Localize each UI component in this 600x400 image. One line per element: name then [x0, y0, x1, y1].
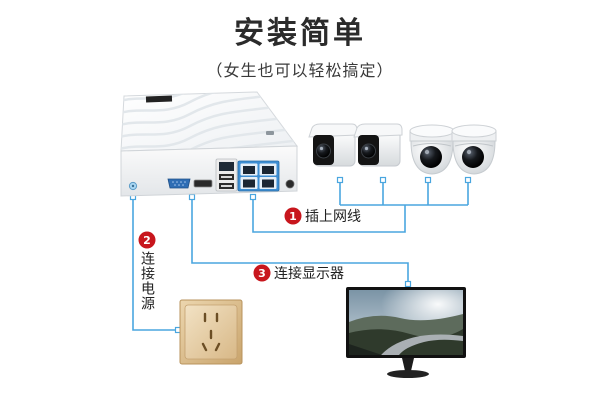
vga-port: [167, 178, 191, 189]
bullet-camera-icon: [308, 123, 358, 167]
camera-hood: [353, 123, 403, 138]
step-2-number: 2: [143, 234, 151, 247]
hdmi-port: [193, 179, 213, 188]
nvr-wave-texture: [121, 92, 297, 151]
power-jack-pin: [131, 184, 135, 188]
power-cable-wire: [129, 193, 182, 334]
dome-lens: [462, 146, 484, 168]
power-button: [285, 179, 295, 189]
step-3-label: 连接显示器: [274, 265, 344, 282]
indicator-lights: [266, 131, 274, 135]
monitor-base: [387, 370, 429, 378]
page-title: 安装简单: [234, 16, 366, 51]
step-1-label: 插上网线: [305, 209, 361, 225]
power-socket-icon: [179, 299, 243, 365]
dome-cap: [409, 124, 455, 138]
socket-holes: [201, 312, 221, 352]
lan-port: [219, 162, 234, 171]
bullet-camera-icon: [353, 123, 403, 167]
camera-lens: [316, 143, 331, 159]
monitor-icon: [346, 287, 466, 378]
usb-tongue: [221, 176, 232, 178]
dome-cap: [451, 124, 497, 138]
brand-label: [145, 95, 173, 103]
nvr-recorder-icon: [120, 91, 298, 197]
monitor-neck: [402, 358, 414, 371]
step-2-badge: 2: [138, 231, 156, 249]
vga-pins: [172, 181, 186, 186]
dome-lens: [420, 146, 442, 168]
dome-camera-icon: [451, 124, 497, 175]
dome-camera-icon: [409, 124, 455, 175]
step-3-number: 3: [258, 267, 266, 280]
page-subtitle: （女生也可以轻松搞定）: [206, 61, 394, 80]
camera-lens: [361, 143, 376, 159]
camera-hood: [308, 123, 358, 138]
poe-ports: [240, 163, 277, 189]
usb-tongue: [221, 185, 232, 187]
step-3-badge: 3: [253, 264, 271, 282]
step-1-badge: 1: [284, 207, 302, 225]
network-cable-wires: [249, 176, 472, 233]
step-1-number: 1: [289, 210, 297, 223]
step-2-label: 连接电源: [139, 251, 155, 311]
display-cable-wire: [188, 193, 412, 288]
